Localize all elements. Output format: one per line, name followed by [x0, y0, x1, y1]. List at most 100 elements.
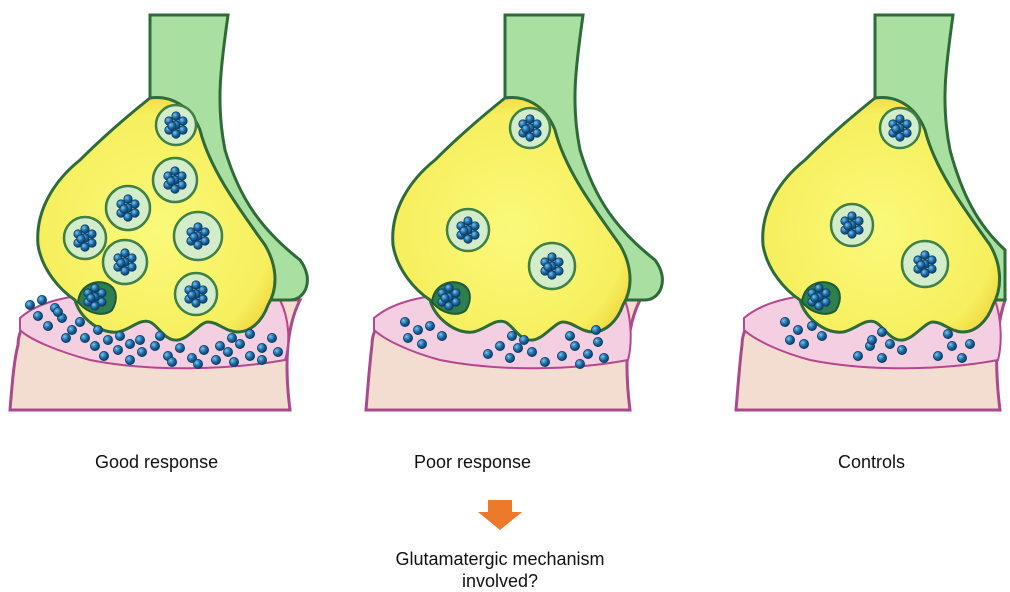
synapse-panel-good-response [10, 15, 307, 410]
glutamate-molecule [464, 235, 472, 243]
glutamate-molecule [193, 359, 202, 368]
glutamate-molecule [570, 341, 579, 350]
glutamate-molecule [194, 223, 202, 231]
glutamate-molecule [215, 341, 224, 350]
glutamate-molecule [81, 225, 89, 233]
glutamate-molecule [125, 355, 134, 364]
glutamate-molecule [896, 115, 904, 123]
glutamate-molecule [853, 351, 862, 360]
glutamate-molecule [192, 281, 200, 289]
glutamate-molecule [194, 241, 202, 249]
glutamate-molecule [190, 233, 198, 241]
glutamate-molecule [921, 269, 929, 277]
glutamate-molecule [167, 357, 176, 366]
down-arrow-icon [478, 500, 522, 530]
glutamate-molecule [172, 112, 180, 120]
glutamate-molecule [400, 317, 409, 326]
glutamate-molecule [77, 235, 85, 243]
glutamate-molecule [115, 331, 124, 340]
glutamate-molecule [135, 335, 144, 344]
glutamate-molecule [965, 339, 974, 348]
synapse-panel-controls [736, 15, 1005, 410]
glutamate-molecule [565, 331, 574, 340]
glutamate-molecule [87, 294, 95, 302]
glutamate-molecule [793, 325, 802, 334]
glutamate-molecule [591, 325, 600, 334]
glutamate-molecule [811, 294, 819, 302]
glutamate-molecule [785, 335, 794, 344]
glutamate-molecule [877, 353, 886, 362]
glutamate-molecule [93, 325, 102, 334]
glutamate-molecule [124, 195, 132, 203]
glutamate-molecule [896, 133, 904, 141]
glutamate-molecule [522, 125, 530, 133]
glutamate-molecule [780, 317, 789, 326]
glutamate-molecule [121, 249, 129, 257]
glutamate-molecule [192, 299, 200, 307]
glutamate-molecule [877, 327, 886, 336]
glutamate-molecule [61, 333, 70, 342]
glutamate-molecule [137, 347, 146, 356]
glutamate-molecule [807, 321, 816, 330]
glutamate-molecule [848, 212, 856, 220]
glutamate-molecule [817, 331, 826, 340]
glutamate-molecule [188, 291, 196, 299]
glutamate-molecule [75, 317, 84, 326]
glutamate-molecule [150, 341, 159, 350]
glutamate-molecule [227, 333, 236, 342]
glutamate-molecule [441, 294, 449, 302]
glutamate-molecule [483, 349, 492, 358]
glutamate-molecule [599, 353, 608, 362]
glutamate-molecule [548, 253, 556, 261]
glutamate-molecule [167, 177, 175, 185]
glutamate-molecule [848, 230, 856, 238]
glutamate-molecule [235, 339, 244, 348]
glutamate-molecule [257, 355, 266, 364]
glutamate-molecule [175, 343, 184, 352]
conclusion-line-1: Glutamatergic mechanism [320, 548, 680, 570]
glutamate-molecule [99, 351, 108, 360]
glutamate-molecule [575, 359, 584, 368]
glutamate-molecule [437, 331, 446, 340]
glutamate-molecule [117, 259, 125, 267]
glutamate-molecule [892, 125, 900, 133]
glutamate-molecule [113, 345, 122, 354]
caption-controls: Controls [838, 452, 905, 473]
glutamate-molecule [897, 345, 906, 354]
glutamate-molecule [103, 335, 112, 344]
conclusion-text: Glutamatergic mechanism involved? [320, 548, 680, 592]
glutamate-molecule [921, 251, 929, 259]
glutamate-molecule [513, 343, 522, 352]
glutamate-molecule [593, 337, 602, 346]
glutamate-molecule [67, 325, 76, 334]
glutamate-molecule [403, 333, 412, 342]
glutamate-molecule [844, 222, 852, 230]
glutamate-molecule [519, 335, 528, 344]
glutamate-molecule [583, 349, 592, 358]
glutamate-molecule [121, 267, 129, 275]
glutamate-molecule [445, 284, 453, 292]
glutamate-molecule [155, 331, 164, 340]
glutamate-molecule [245, 351, 254, 360]
glutamate-molecule [168, 122, 176, 130]
glutamate-molecule [125, 339, 134, 348]
glutamate-molecule [53, 307, 62, 316]
glutamate-molecule [815, 284, 823, 292]
glutamate-molecule [229, 357, 238, 366]
synapse-panel-poor-response [366, 15, 662, 410]
glutamate-molecule [267, 333, 276, 342]
glutamate-molecule [33, 311, 42, 320]
glutamate-molecule [505, 353, 514, 362]
glutamate-molecule [917, 261, 925, 269]
glutamate-molecule [25, 300, 34, 309]
glutamate-molecule [90, 341, 99, 350]
glutamate-molecule [526, 133, 534, 141]
glutamate-molecule [867, 335, 876, 344]
glutamate-molecule [527, 347, 536, 356]
glutamate-molecule [172, 130, 180, 138]
glutamate-molecule [273, 347, 282, 356]
glutamate-molecule [495, 341, 504, 350]
glutamate-molecule [171, 167, 179, 175]
glutamate-molecule [885, 339, 894, 348]
glutamate-molecule [417, 339, 426, 348]
